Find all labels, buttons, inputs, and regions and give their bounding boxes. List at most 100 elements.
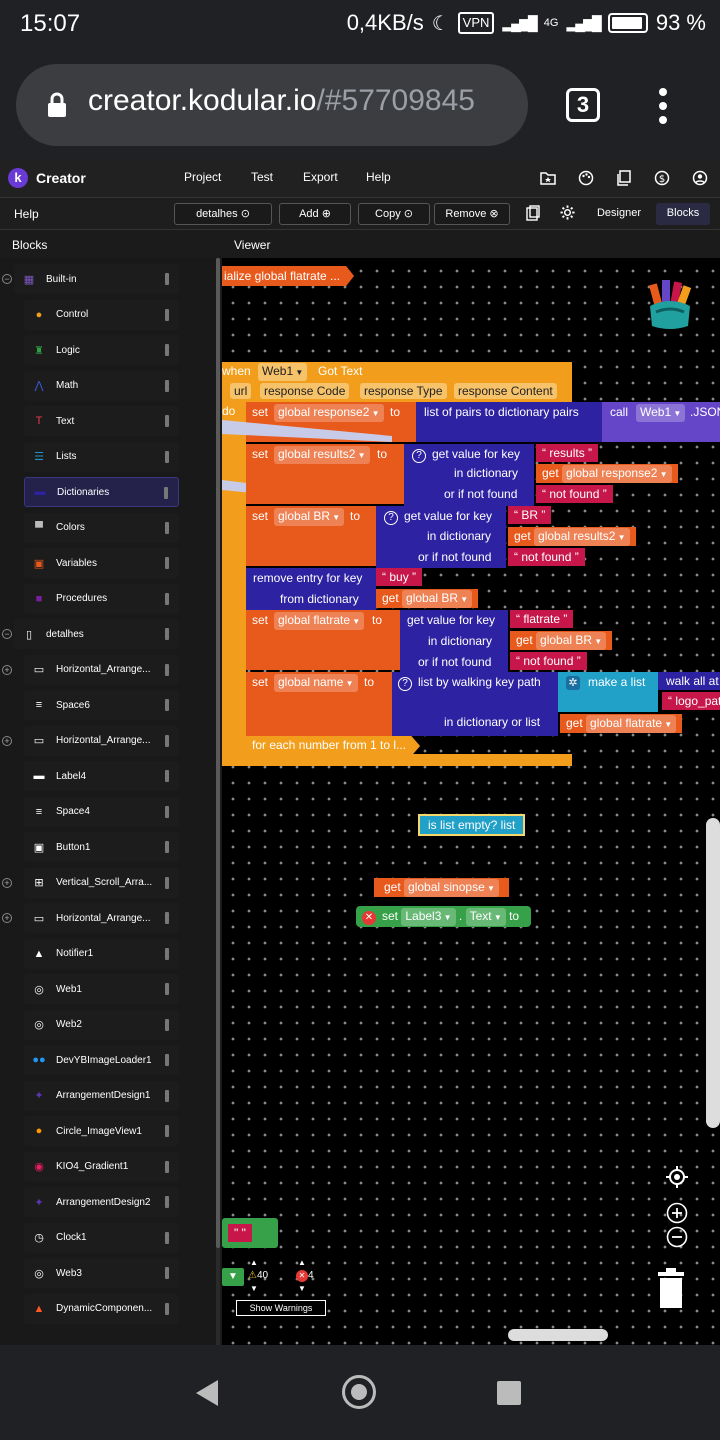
remove-entry-block[interactable] [246,568,376,610]
collapse-icon[interactable]: − [2,274,12,284]
drag-handle-icon[interactable] [165,521,169,534]
account-icon[interactable] [692,170,708,186]
tree-item-control[interactable]: ●Control [24,299,179,330]
drag-handle-icon[interactable] [165,912,169,924]
param-url[interactable]: url [230,383,252,399]
drag-handle-icon[interactable] [165,1196,169,1208]
drag-handle-icon[interactable] [165,273,169,285]
get-br-block-2[interactable]: get global BR [510,631,613,650]
text-property-dropdown[interactable]: Text [465,908,506,926]
expand-icon[interactable]: + [2,913,12,923]
address-bar[interactable]: creator.kodular.io/#57709845 [16,64,528,146]
get-br-block[interactable]: get global BR [376,589,479,608]
recent-apps-icon[interactable] [497,1381,521,1405]
expand-icon[interactable]: + [2,735,12,746]
help-label[interactable]: Help [14,207,39,221]
drag-handle-icon[interactable] [165,592,169,605]
tree-item-clock1[interactable]: ◷Clock1 [24,1222,179,1253]
tree-item-vertical-scroll-arra[interactable]: ⊞Vertical_Scroll_Arra... [24,867,179,898]
drag-handle-icon[interactable] [165,1160,169,1173]
error-count-group[interactable]: ✕4 [296,1270,314,1282]
var-sinopse-dropdown[interactable]: global sinopse [404,879,499,897]
drag-handle-icon[interactable] [165,841,169,853]
tree-item-web3[interactable]: ◎Web3 [24,1258,179,1288]
param-response-code[interactable]: response Code [260,383,350,399]
string-not-found[interactable]: “ not found ” [536,485,613,503]
zoom-in-icon[interactable] [666,1202,688,1224]
drag-handle-icon[interactable] [165,1302,169,1315]
tree-item-label4[interactable]: ▬Label4 [24,761,179,791]
workspace-horizontal-scrollbar[interactable] [508,1329,608,1341]
initialize-global-block[interactable]: ialize global flatrate ... [222,266,355,286]
get-sinopse-block[interactable]: get global sinopse [374,878,509,897]
drag-handle-icon[interactable] [165,1054,169,1066]
menu-help[interactable]: Help [366,170,391,184]
recenter-icon[interactable] [666,1166,688,1188]
drag-handle-icon[interactable] [165,699,169,711]
error-icon[interactable]: ✕ [362,911,376,925]
drag-handle-icon[interactable] [164,487,168,499]
clipboard-icon[interactable] [526,205,540,221]
for-each-number-block[interactable]: for each number from 1 to l... [246,736,421,756]
menu-test[interactable]: Test [251,170,274,184]
tree-item-math[interactable]: ⋀Math [24,370,179,401]
tree-item-web1[interactable]: ◎Web1 [24,974,179,1004]
browser-menu-icon[interactable] [654,88,672,128]
designer-tab[interactable]: Designer [587,203,651,225]
collapse-warnings-icon[interactable]: ▼ [222,1268,244,1286]
var-response2-get-dropdown[interactable]: global response2 [562,465,672,483]
back-icon[interactable] [196,1380,218,1406]
param-response-content[interactable]: response Content [454,383,557,399]
tree-item-logic[interactable]: ♜Logic [24,335,179,365]
tree-item-variables[interactable]: ▣Variables [24,548,179,578]
gear-icon[interactable] [560,205,575,220]
set-label3-text-block[interactable]: ✕set Label3 . Text to [356,906,532,927]
drag-handle-icon[interactable] [165,308,169,321]
menu-export[interactable]: Export [303,170,338,184]
tree-item-dictionaries[interactable]: ▬Dictionaries [24,477,179,507]
get-flatrate-block[interactable]: get global flatrate [560,714,683,733]
var-name-dropdown[interactable]: global name [274,674,358,692]
param-response-type[interactable]: response Type [360,383,447,399]
workspace-vertical-scrollbar[interactable] [706,818,720,1128]
string-buy[interactable]: “ buy ” [376,568,423,586]
next-error-icon[interactable]: ▼ [298,1284,306,1293]
screen-selector[interactable]: detalhes ⊙ [174,203,272,225]
kodular-logo-icon[interactable]: k [8,168,28,188]
string-logo-path[interactable]: “ logo_pat [662,692,720,710]
web1-dropdown[interactable]: Web1 [636,404,686,422]
var-results2-dropdown[interactable]: global results2 [274,446,370,464]
tree-item-detalhes[interactable]: ▯detalhes [14,619,179,649]
drag-handle-icon[interactable] [165,628,169,640]
drag-handle-icon[interactable] [165,1018,169,1031]
drag-handle-icon[interactable] [165,1125,169,1137]
tab-switcher-button[interactable]: 3 [566,88,600,122]
expand-icon[interactable]: + [2,664,12,675]
drag-handle-icon[interactable] [165,1231,169,1244]
drag-handle-icon[interactable] [165,876,169,889]
blocks-workspace[interactable]: ialize global flatrate ... when Web1 Got… [222,258,720,1345]
get-value-flatrate-block[interactable] [400,610,508,672]
panel-scrollbar-thumb[interactable] [216,258,220,1248]
help-icon-2[interactable]: ? [384,511,398,525]
expand-icon[interactable]: + [2,877,12,888]
component-dropdown[interactable]: Web1 [258,363,308,381]
menu-project[interactable]: Project [184,170,222,184]
var-br-get-dropdown[interactable]: global BR [402,590,473,608]
drag-handle-icon[interactable] [165,1089,169,1102]
string-not-found-3[interactable]: “ not found ” [510,652,587,670]
get-results2-block[interactable]: get global results2 [508,527,636,546]
var-flatrate-get-dropdown[interactable]: global flatrate [586,715,677,733]
list-pairs-to-dictionary-block[interactable] [416,402,602,442]
get-response2-block[interactable]: get global response2 [536,464,678,483]
tree-item-devybimageloader1[interactable]: ●●DevYBImageLoader1 [24,1045,179,1075]
drag-handle-icon[interactable] [165,983,169,995]
walk-key-path-block[interactable] [392,672,558,736]
tree-item-space6[interactable]: ≡Space6 [24,690,179,720]
folder-star-icon[interactable] [540,170,556,186]
walk-all-block[interactable]: walk all at [658,672,720,690]
drag-handle-icon[interactable] [165,734,169,747]
tree-item-dynamiccomponen[interactable]: ▲DynamicComponen... [24,1293,179,1324]
drag-handle-icon[interactable] [165,557,169,569]
